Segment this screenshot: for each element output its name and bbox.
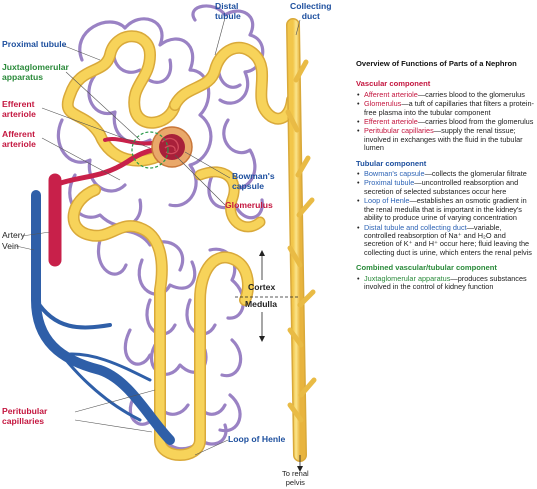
panel-title: Overview of Functions of Parts of a Neph… bbox=[356, 60, 534, 68]
panel-list-item: •Peritubular capillaries—supply the rena… bbox=[356, 127, 534, 152]
panel-item-description: —carries blood from the glomerulus bbox=[418, 117, 534, 126]
bullet-icon: • bbox=[357, 100, 360, 108]
panel-sections: Vascular component•Afferent arteriole—ca… bbox=[356, 80, 534, 291]
panel-list-item: •Juxtaglomerular apparatus—produces subs… bbox=[356, 275, 534, 292]
label-loop-of-henle: Loop of Henle bbox=[228, 435, 285, 445]
bullet-icon: • bbox=[357, 91, 360, 99]
label-proximal-tubule: Proximal tubule bbox=[2, 40, 66, 50]
bullet-icon: • bbox=[357, 170, 360, 178]
label-vein: Vein bbox=[2, 242, 19, 252]
bullet-icon: • bbox=[357, 224, 360, 232]
panel-section-heading: Tubular component bbox=[356, 160, 534, 168]
bullet-icon: • bbox=[357, 197, 360, 205]
label-artery: Artery bbox=[2, 231, 25, 241]
label-cortex: Cortex bbox=[248, 283, 275, 293]
bullet-icon: • bbox=[357, 118, 360, 126]
panel-list-item: • Afferent arteriole—carries blood to the… bbox=[356, 91, 534, 99]
bullet-icon: • bbox=[357, 179, 360, 187]
panel-section: Vascular component•Afferent arteriole—ca… bbox=[356, 80, 534, 152]
label-glomerulus: Glomerulus bbox=[225, 201, 273, 211]
bullet-icon: • bbox=[357, 275, 360, 283]
panel-list-item: • Efferent arteriole—carries blood from t… bbox=[356, 118, 534, 126]
panel-item-description: —collects the glomerular filtrate bbox=[425, 169, 527, 178]
renal-tubule bbox=[68, 36, 292, 455]
panel-item-description: —carries blood to the glomerulus bbox=[418, 90, 525, 99]
panel-list-item: •Glomerulus—a tuft of capillaries that f… bbox=[356, 100, 534, 117]
panel-list-item: • Bowman's capsule—collects the glomerula… bbox=[356, 170, 534, 178]
label-medulla: Medulla bbox=[245, 300, 277, 310]
function-overview-panel: Overview of Functions of Parts of a Neph… bbox=[356, 60, 534, 298]
panel-list-item: •Proximal tubule—uncontrolled reabsorpti… bbox=[356, 179, 534, 196]
panel-item-term: Bowman's capsule bbox=[364, 169, 425, 178]
panel-list-item: •Distal tubule and collecting duct—varia… bbox=[356, 224, 534, 258]
panel-item-term: Afferent arteriole bbox=[364, 90, 418, 99]
collecting-duct bbox=[288, 25, 314, 472]
bullet-icon: • bbox=[357, 127, 360, 135]
panel-section: Tubular component • Bowman's capsule—colle… bbox=[356, 160, 534, 257]
panel-item-term: Efferent arteriole bbox=[364, 117, 418, 126]
renal-vessels bbox=[36, 139, 170, 440]
panel-section-heading: Combined vascular/tubular component bbox=[356, 264, 534, 272]
panel-section-heading: Vascular component bbox=[356, 80, 534, 88]
panel-section: Combined vascular/tubular component •Juxt… bbox=[356, 264, 534, 291]
panel-list-item: •Loop of Henle—establishes an osmotic gr… bbox=[356, 197, 534, 222]
